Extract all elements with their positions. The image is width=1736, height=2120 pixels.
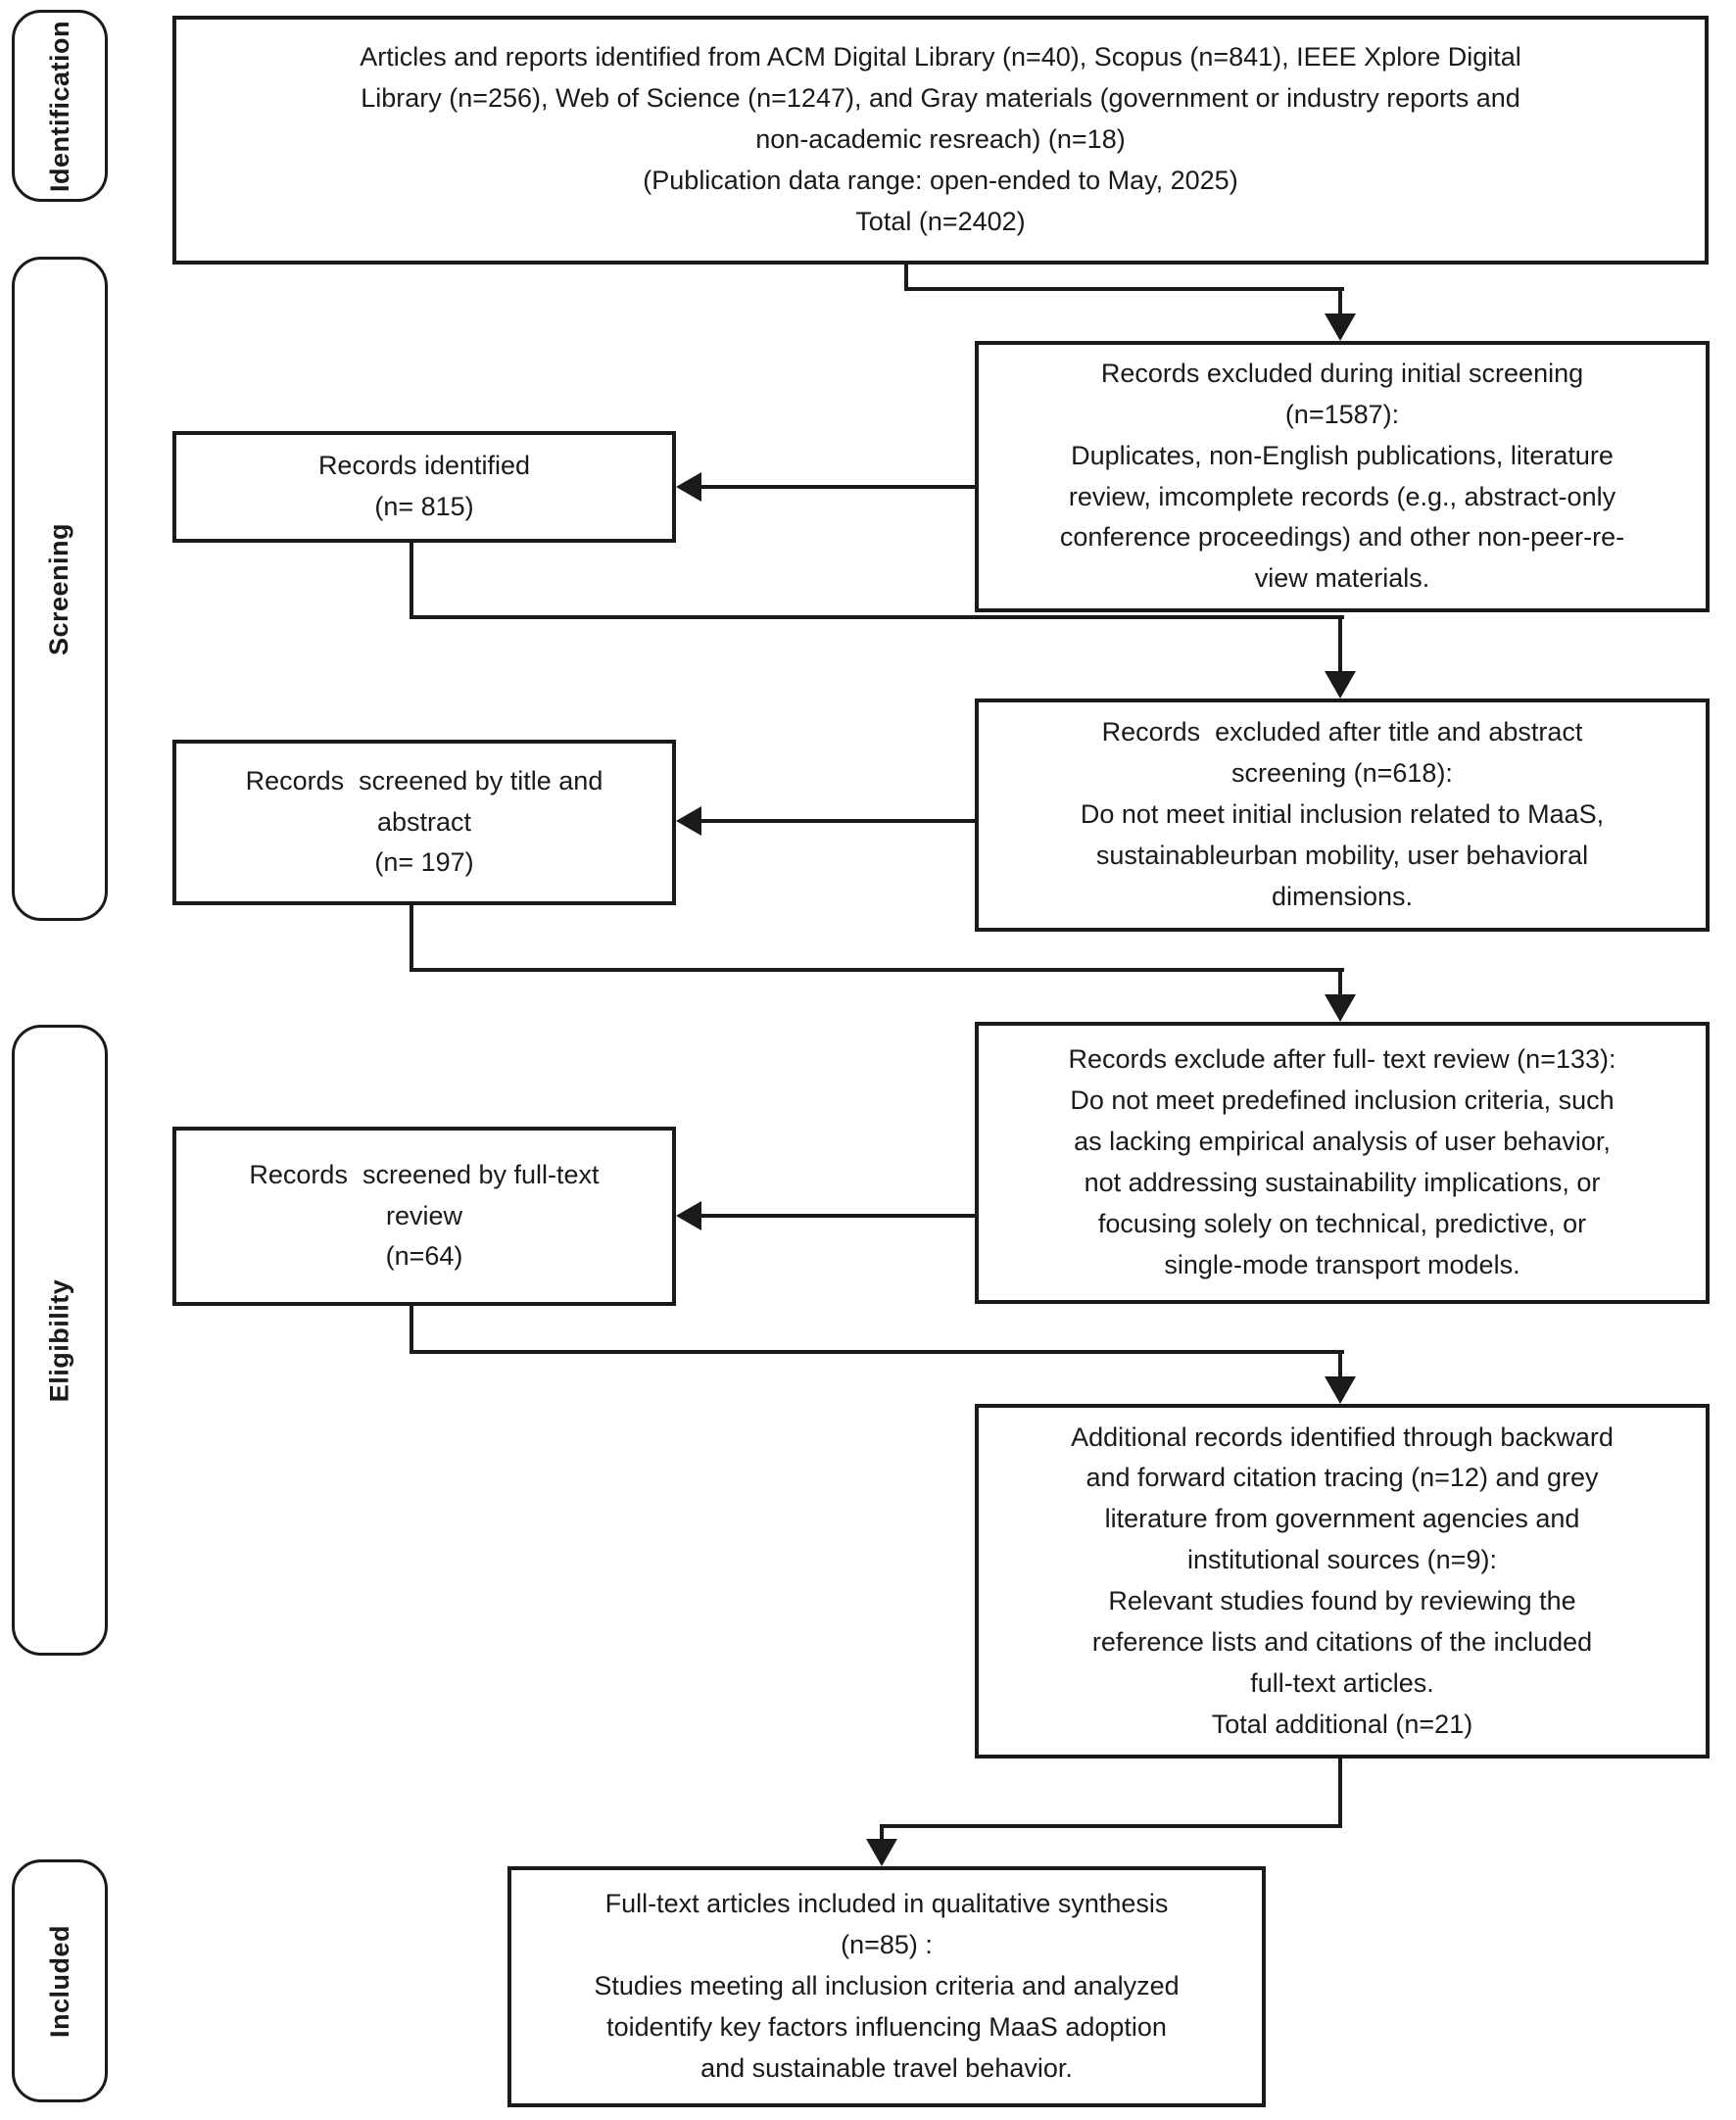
box-identified-sources: Articles and reports identified from ACM… [172, 16, 1709, 265]
connector-excluded-full-horizontal [699, 1214, 975, 1218]
connector-screened-title-drop2 [1338, 968, 1342, 997]
connector-additional-drop2 [880, 1824, 884, 1841]
connector-screened-full-drop [410, 1306, 413, 1354]
arrowhead-left-to-screened-full-text [676, 1201, 701, 1230]
box-excluded-title-abstract: Records excluded after title and abstrac… [975, 699, 1710, 932]
box-screened-full-text: Records screened by full-text review (n=… [172, 1127, 676, 1306]
arrowhead-down-to-excluded-initial [1325, 313, 1356, 341]
connector-excluded-title-horizontal [699, 819, 975, 823]
connector-identified-horizontal [410, 615, 1344, 619]
box-excluded-initial-screening: Records excluded during initial screenin… [975, 341, 1710, 612]
stage-label-eligibility: Eligibility [12, 1025, 108, 1656]
connector-screened-title-drop [410, 905, 413, 972]
connector-identified-drop [410, 543, 413, 619]
connector-sources-horizontal [904, 287, 1344, 291]
box-included-synthesis: Full-text articles included in qualitati… [507, 1866, 1266, 2107]
connector-sources-drop [1338, 287, 1342, 317]
arrowhead-down-to-included-synthesis [866, 1839, 897, 1866]
connector-identified-drop2 [1338, 615, 1342, 674]
arrowhead-left-to-screened-title-abstract [676, 806, 701, 836]
stage-label-identification-text: Identification [44, 20, 74, 192]
connector-screened-full-drop2 [1338, 1350, 1342, 1379]
connector-screened-full-horizontal [410, 1350, 1344, 1354]
connector-sources-stub [904, 263, 908, 291]
stage-label-screening-text: Screening [44, 522, 74, 655]
box-screened-title-abstract: Records screened by title and abstract (… [172, 740, 676, 905]
stage-label-included: Included [12, 1859, 108, 2102]
arrowhead-down-to-additional-records [1325, 1376, 1356, 1404]
connector-screened-title-horizontal [410, 968, 1344, 972]
box-records-identified: Records identified (n= 815) [172, 431, 676, 543]
arrowhead-down-to-excluded-title-abstract [1325, 671, 1356, 699]
arrowhead-left-to-records-identified [676, 472, 701, 502]
arrowhead-down-to-excluded-full-text [1325, 994, 1356, 1022]
connector-additional-horizontal [880, 1824, 1342, 1828]
box-excluded-full-text: Records exclude after full- text review … [975, 1022, 1710, 1304]
stage-label-identification: Identification [12, 10, 108, 202]
stage-label-included-text: Included [44, 1924, 74, 2038]
connector-additional-drop [1338, 1759, 1342, 1828]
connector-excluded-initial-horizontal [699, 485, 975, 489]
stage-label-eligibility-text: Eligibility [44, 1278, 74, 1402]
stage-label-screening: Screening [12, 257, 108, 921]
box-additional-records: Additional records identified through ba… [975, 1404, 1710, 1759]
